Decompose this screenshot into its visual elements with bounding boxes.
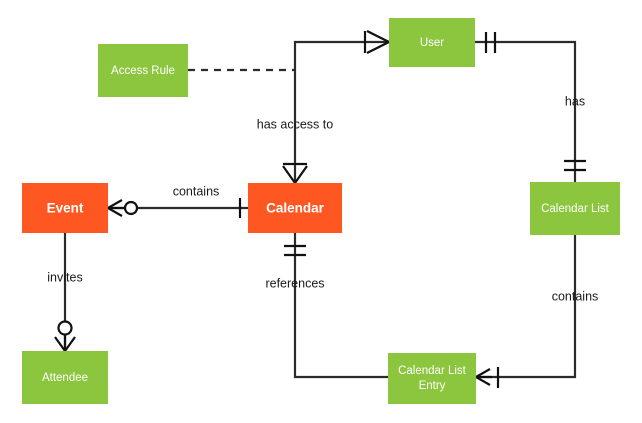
edge-has-access-to xyxy=(293,40,389,183)
rel-label-references: references xyxy=(265,276,324,290)
entity-access-rule-rect[interactable] xyxy=(98,44,188,97)
edge-references xyxy=(293,233,388,379)
entity-calendar-list-label: Calendar List xyxy=(541,203,610,215)
rel-label-contains-entry: contains xyxy=(552,289,599,303)
entity-calendar-list[interactable]: Calendar List xyxy=(530,182,620,235)
edge-contains-entry xyxy=(476,235,577,379)
marker-cle-right-one-or-many xyxy=(475,367,500,388)
entity-calendar-list-rect[interactable] xyxy=(530,182,620,235)
marker-event-right-zero-or-many xyxy=(107,199,139,217)
marker-calendar-bottom-exactly-one xyxy=(284,244,306,257)
entity-event[interactable]: Event xyxy=(22,183,108,233)
entity-user-rect[interactable] xyxy=(389,18,475,67)
entity-access-rule[interactable]: Access Rule xyxy=(98,44,188,97)
entity-attendee-rect[interactable] xyxy=(22,351,108,404)
edge-has xyxy=(475,40,577,182)
entity-attendee-label: Attendee xyxy=(42,372,88,384)
entity-calendar-list-entry-label-line1: Calendar List xyxy=(398,365,467,377)
marker-user-right-exactly-one xyxy=(484,32,497,53)
marker-calendar-list-top-exactly-one xyxy=(564,159,586,172)
rel-label-invites: invites xyxy=(47,270,82,284)
edge-line-has-access-to xyxy=(293,40,389,183)
entity-access-rule-label: Access Rule xyxy=(111,65,175,77)
entity-calendar-label: Calendar xyxy=(266,201,325,216)
entity-event-rect[interactable] xyxy=(22,183,108,233)
edge-line-references xyxy=(293,233,388,379)
entity-user[interactable]: User xyxy=(389,18,475,67)
rel-label-has-access-to: has access to xyxy=(257,117,333,131)
entity-calendar-list-entry-label-line2: Entry xyxy=(419,380,446,392)
marker-attendee-top-zero-or-many xyxy=(54,320,76,352)
edge-line-has xyxy=(475,40,577,182)
marker-user-left-one-or-many xyxy=(363,30,390,54)
entity-calendar-list-entry[interactable]: Calendar List Entry xyxy=(388,353,476,404)
edge-line-contains-entry xyxy=(476,235,577,379)
entity-calendar[interactable]: Calendar xyxy=(248,183,342,233)
entity-event-label: Event xyxy=(47,201,84,216)
rel-label-contains-calendar: contains xyxy=(173,184,220,198)
rel-label-has: has xyxy=(565,94,585,108)
entity-calendar-rect[interactable] xyxy=(248,183,342,233)
marker-calendar-top-one-or-many xyxy=(282,162,308,184)
entity-attendee[interactable]: Attendee xyxy=(22,351,108,404)
entity-calendar-list-entry-rect[interactable] xyxy=(388,353,476,404)
entity-user-label: User xyxy=(420,37,444,49)
